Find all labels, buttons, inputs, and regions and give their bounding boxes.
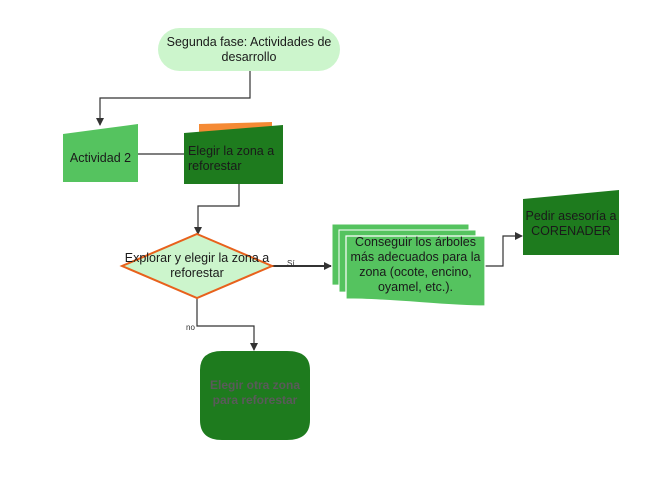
connector-explore-no [196,298,258,351]
other-zone-node-label: Elegir otra zona para reforestar [209,377,301,407]
edge-yes-label: Sí [287,259,295,268]
connector-trees-to-advice [484,232,523,267]
connector-zone-to-explore [194,184,240,235]
choose-zone-node-label: Elegir la zona a reforestar [188,143,275,173]
advice-node-label: Pedir asesoría a CORENADER [525,209,617,238]
explore-decision-label: Explorar y elegir la zona a reforestar [124,251,270,280]
choose-zone-shape [184,125,283,184]
trees-node-label: Conseguir los árboles más adecuados para… [350,235,481,294]
advice-shape [523,190,619,255]
other-zone-shape [200,351,310,440]
explore-decision-shape [119,232,275,300]
trees-doc-front-shape [345,235,486,307]
start-node-label: Segunda fase: Actividades de desarrollo [166,34,332,64]
start-terminator-shape [158,28,340,71]
activity2-shape [63,124,138,182]
edge-no-label: no [186,323,195,332]
connector-start-to-activity2 [96,70,251,126]
activity2-node-label: Actividad 2 [69,150,132,165]
